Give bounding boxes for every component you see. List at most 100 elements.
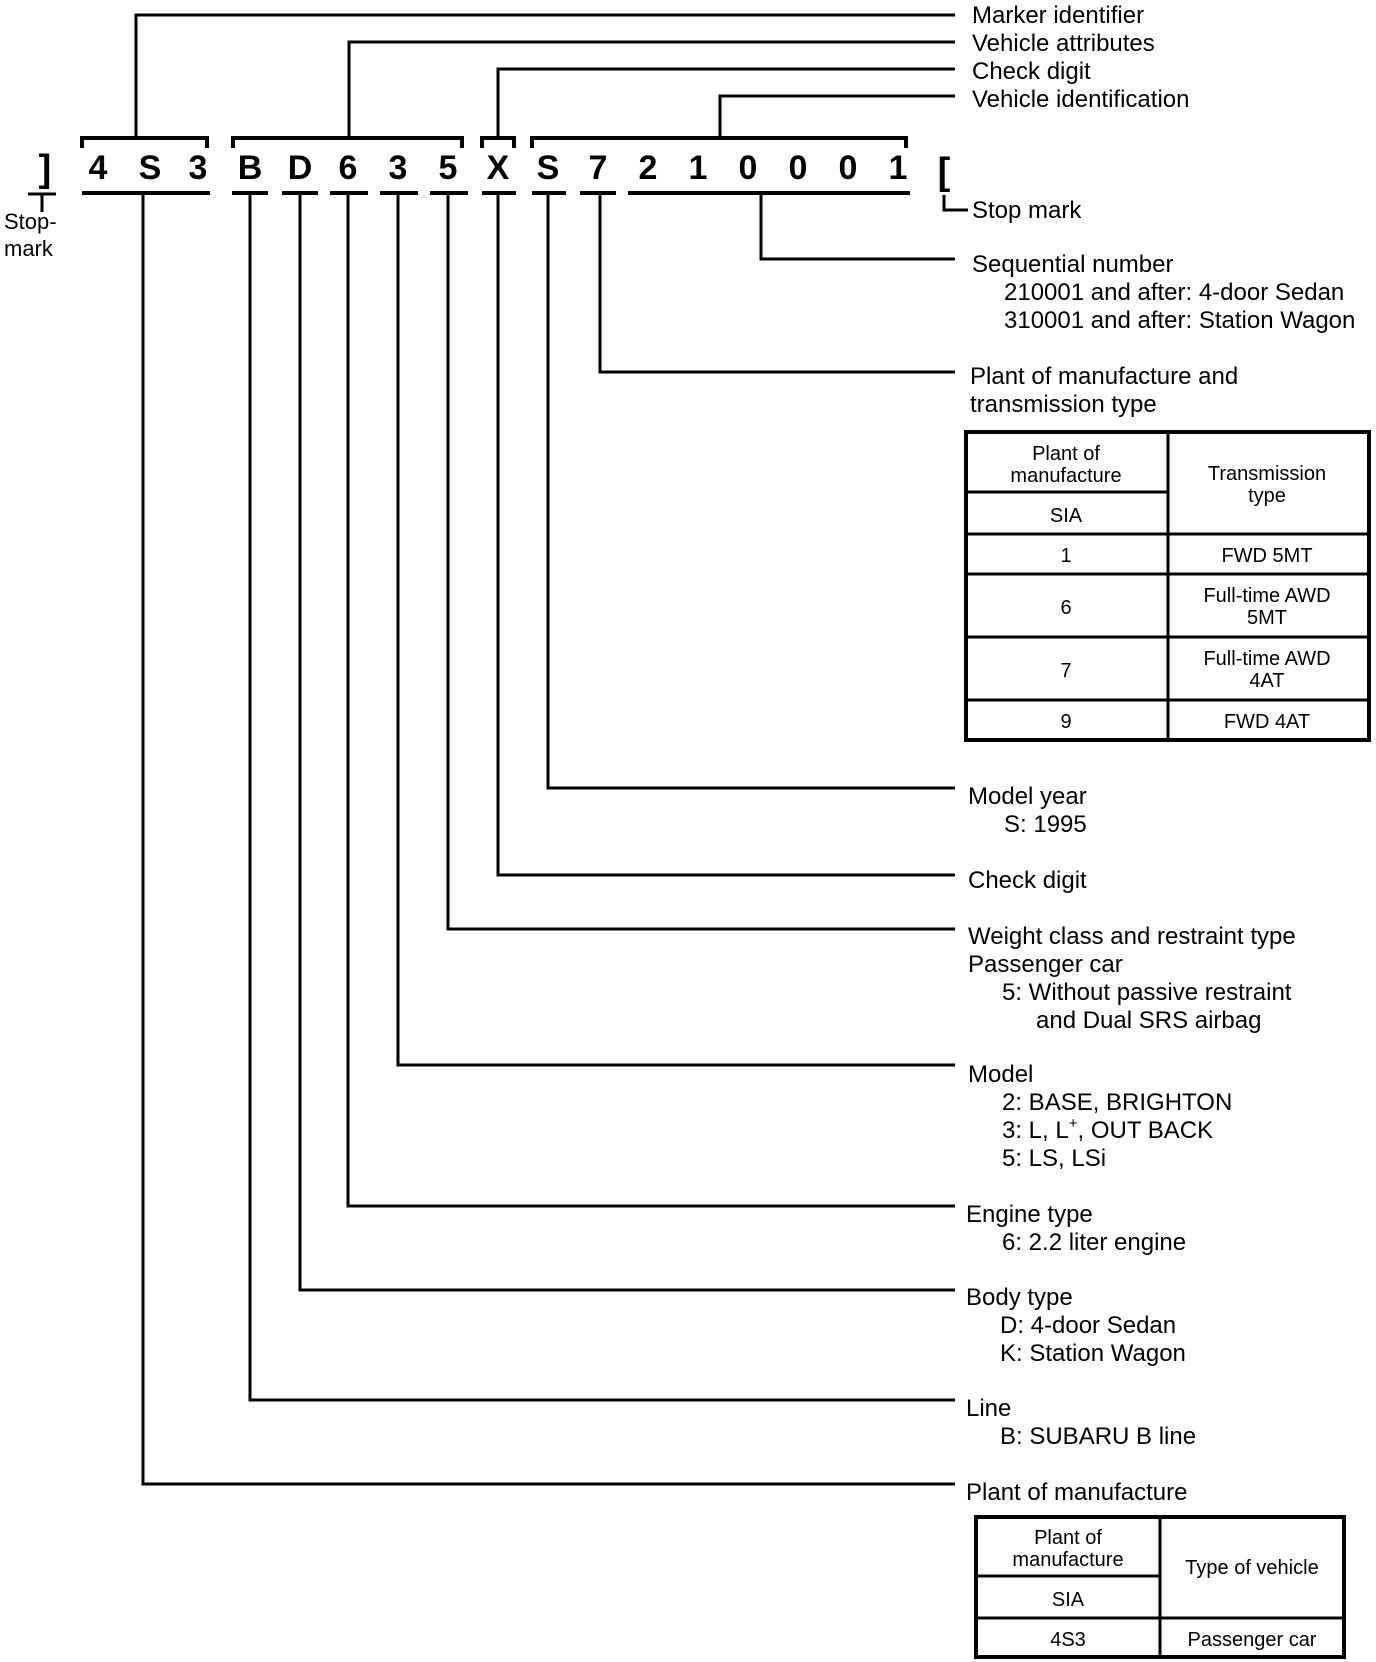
vin-char: S [139,149,162,187]
vin-characters: ] [ 4 S 3 B D 6 3 5 X S 7 2 1 0 0 0 1 [39,148,951,193]
label-check-digit-top: Check digit [972,58,1091,85]
leader-vehicle-attributes [347,40,955,138]
label-weight-class-line: Passenger car [968,951,1123,978]
label-marker-identifier: Marker identifier [972,2,1144,29]
stop-mark-left: Stop- mark [4,192,57,261]
transmission-row-code: 9 [1060,711,1071,733]
vin-char: D [288,149,313,187]
stop-bracket-left: ] [39,148,52,190]
vehicle-table: Plant of manufacture SIA Type of vehicle… [974,1515,1346,1659]
transmission-row-type: FWD 5MT [1221,545,1312,567]
top-brackets [80,136,908,148]
transmission-head-plant: Plant of [1032,443,1100,465]
label-stop-mark: Stop mark [972,197,1082,224]
leader-plant-transmission [598,193,955,374]
label-weight-class: Weight class and restraint type [968,923,1296,950]
stop-mark-left-label-2: mark [4,236,54,261]
vehicle-head-type: Type of vehicle [1185,1557,1318,1579]
label-weight-class-line: 5: Without passive restraint [1002,979,1292,1006]
bracket-check [480,136,516,148]
vin-char: S [537,149,560,187]
bracket-vis [530,136,908,148]
label-body-type: Body type [966,1284,1073,1311]
model-line-suffix: , OUT BACK [1077,1117,1213,1144]
label-engine-type: Engine type [966,1201,1093,1228]
transmission-row-code: 7 [1060,660,1071,682]
leader-model-year [546,193,955,790]
vin-char: 7 [589,149,608,187]
label-line: Line [966,1395,1011,1422]
label-model-line: 2: BASE, BRIGHTON [1002,1089,1232,1116]
bottom-leaders [141,193,955,1486]
transmission-row-type-2: 4AT [1249,670,1284,692]
vin-char: 2 [639,149,658,187]
label-plant-transmission: Plant of manufacture and [970,363,1238,390]
label-body-type-line: K: Station Wagon [1000,1340,1186,1367]
vehicle-head-sia: SIA [1052,1589,1085,1611]
transmission-head-sia: SIA [1050,505,1083,527]
transmission-head-type-2: type [1248,485,1286,507]
transmission-head-type: Transmission [1208,463,1326,485]
right-labels: Sequential number 210001 and after: 4-do… [966,251,1355,1506]
label-vehicle-identification: Vehicle identification [972,86,1189,113]
vin-char: 1 [689,149,708,187]
vin-char: 6 [339,149,358,187]
label-model-line: 5: LS, LSi [1002,1145,1106,1172]
label-line-line: B: SUBARU B line [1000,1423,1196,1450]
top-leaders [134,13,955,138]
label-vehicle-attributes: Vehicle attributes [972,30,1155,57]
vehicle-head-plant-2: manufacture [1012,1549,1123,1571]
label-engine-type-line: 6: 2.2 liter engine [1002,1229,1186,1256]
label-sequential-line: 210001 and after: 4-door Sedan [1004,279,1344,306]
vehicle-row-code: 4S3 [1050,1629,1086,1651]
label-model: Model [968,1061,1033,1088]
leader-engine-type [346,193,955,1208]
vin-char: 4 [89,149,108,187]
leader-check-digit-top [496,67,955,138]
stop-bracket-right: [ [938,151,951,193]
transmission-head-plant-2: manufacture [1010,465,1121,487]
stop-mark-left-label-1: Stop- [4,209,57,234]
bracket-vds [231,136,464,148]
label-body-type-line: D: 4-door Sedan [1000,1312,1176,1339]
leader-check-digit [496,193,955,877]
leader-marker-identifier [134,13,955,138]
label-model-line: 3: L, L+, OUT BACK [1002,1115,1213,1144]
transmission-row-code: 6 [1060,597,1071,619]
vin-char: X [487,149,510,187]
vin-char: 3 [189,149,208,187]
label-plant-transmission-2: transmission type [970,391,1157,418]
label-check-digit: Check digit [968,867,1087,894]
vin-char: 0 [739,149,758,187]
leader-vehicle-identification [718,94,955,138]
leader-plant-of-manufacture [141,193,955,1486]
leader-line [248,193,955,1402]
label-sequential-line: 310001 and after: Station Wagon [1004,307,1355,334]
vin-char: 3 [389,149,408,187]
transmission-row-type: Full-time AWD [1203,585,1330,607]
vin-char: 1 [889,149,908,187]
transmission-row-code: 1 [1060,545,1071,567]
leader-weight-class [446,193,955,931]
leader-model [396,193,955,1067]
label-sequential-number: Sequential number [972,251,1173,278]
label-model-year: Model year [968,783,1087,810]
vehicle-head-plant: Plant of [1034,1527,1102,1549]
transmission-row-type: Full-time AWD [1203,648,1330,670]
label-model-year-value: S: 1995 [1004,811,1087,838]
vin-char: 0 [839,149,858,187]
model-line-superscript: + [1069,1115,1078,1132]
label-weight-class-line: and Dual SRS airbag [1036,1007,1261,1034]
model-line-prefix: 3: L, L [1002,1117,1069,1144]
vin-char: 5 [439,149,458,187]
leader-stop-mark [942,195,968,212]
label-plant-of-manufacture: Plant of manufacture [966,1479,1187,1506]
top-labels: Marker identifier Vehicle attributes Che… [972,2,1189,224]
leader-body-type [298,193,955,1292]
vehicle-row-type: Passenger car [1188,1629,1317,1651]
transmission-row-type-2: 5MT [1247,607,1287,629]
leader-sequential-number [759,193,955,261]
transmission-row-type: FWD 4AT [1224,711,1310,733]
vin-char: 0 [789,149,808,187]
